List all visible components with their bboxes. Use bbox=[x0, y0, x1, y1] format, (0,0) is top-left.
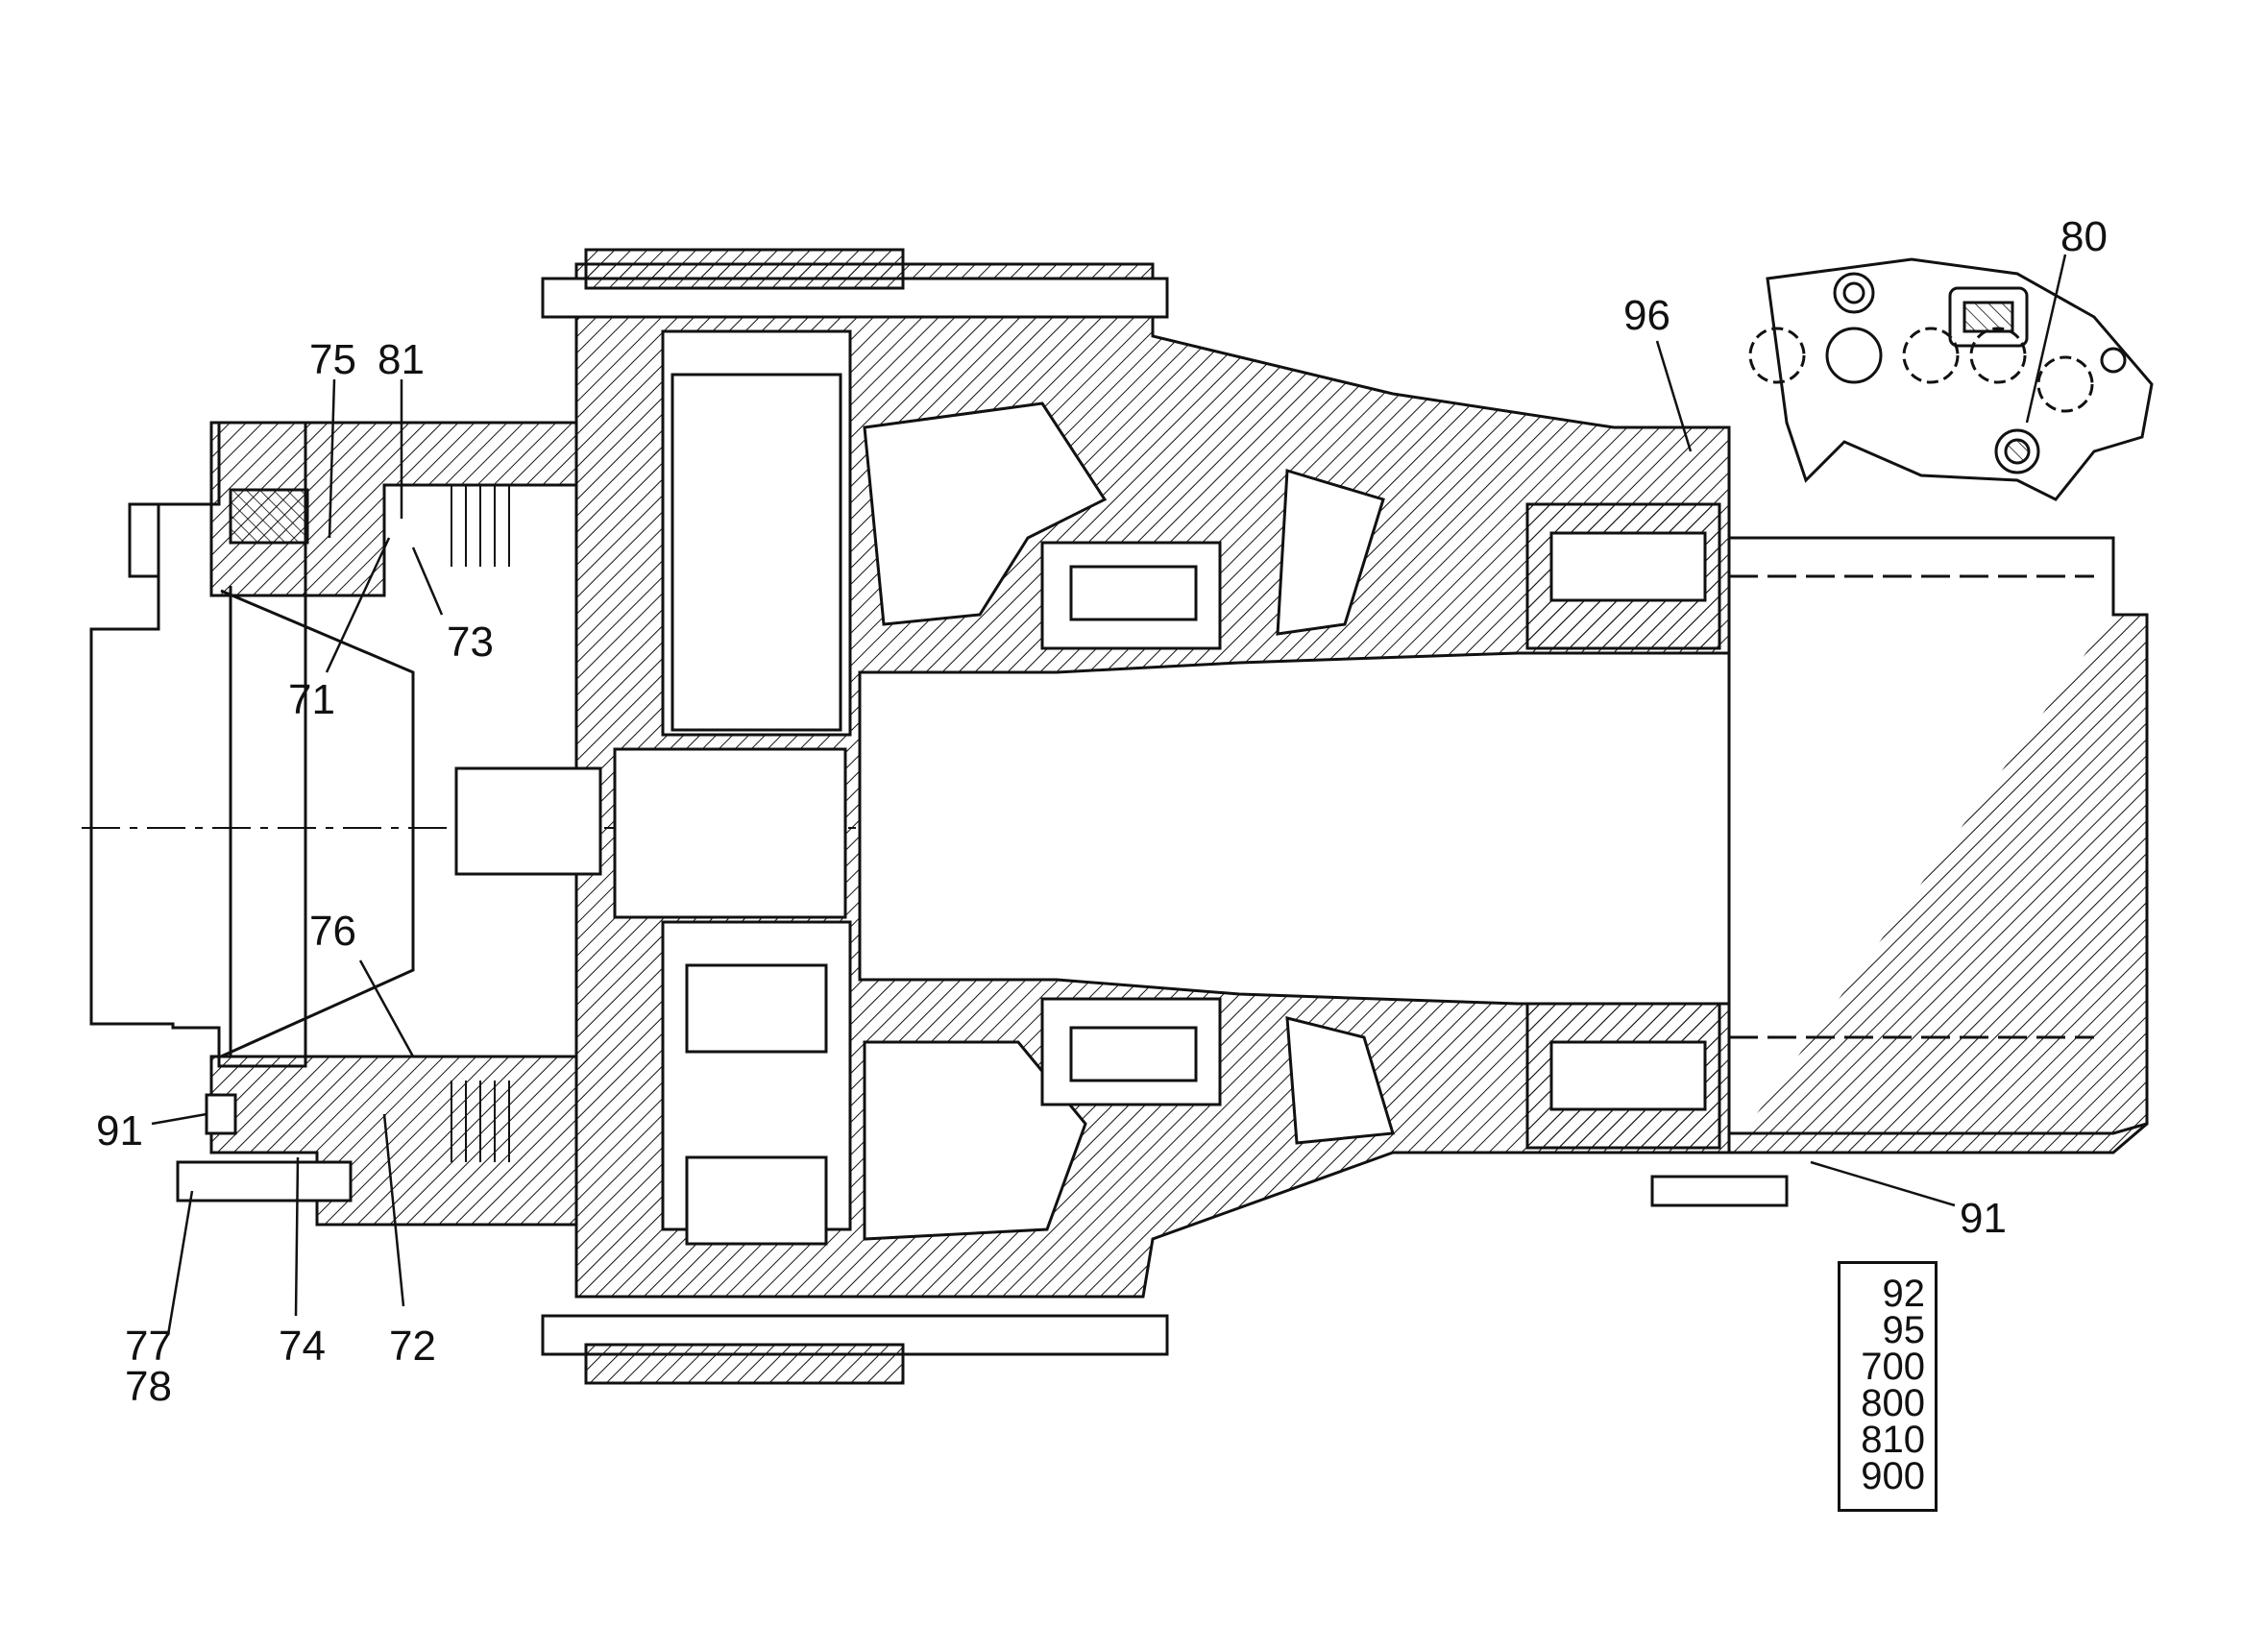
callout-74: 74 bbox=[279, 1323, 326, 1370]
parts-list-item: 810 bbox=[1861, 1419, 1925, 1461]
callout-75: 75 bbox=[309, 336, 356, 383]
callout-77: 77 bbox=[125, 1323, 172, 1370]
parts-list-item: 95 bbox=[1882, 1309, 1926, 1351]
callout-73: 73 bbox=[447, 619, 494, 666]
parts-list-item: 92 bbox=[1882, 1273, 1926, 1315]
callout-81: 81 bbox=[378, 336, 425, 383]
callout-71: 71 bbox=[288, 676, 335, 723]
callout-91-right: 91 bbox=[1960, 1195, 2007, 1242]
callout-78: 78 bbox=[125, 1363, 172, 1410]
callout-91-left: 91 bbox=[96, 1107, 143, 1154]
parts-list-item: 800 bbox=[1861, 1382, 1925, 1424]
callout-96: 96 bbox=[1623, 292, 1670, 339]
callout-80: 80 bbox=[2060, 213, 2108, 260]
housing-outline bbox=[82, 248, 2154, 1385]
parts-list-item: 700 bbox=[1861, 1346, 1925, 1388]
callout-72: 72 bbox=[389, 1323, 436, 1370]
parts-list-box: 92 95 700 800 810 900 bbox=[1838, 1261, 1938, 1512]
callout-76: 76 bbox=[309, 908, 356, 955]
leader-lines bbox=[151, 254, 2067, 1336]
parts-list-item: 900 bbox=[1861, 1455, 1925, 1497]
